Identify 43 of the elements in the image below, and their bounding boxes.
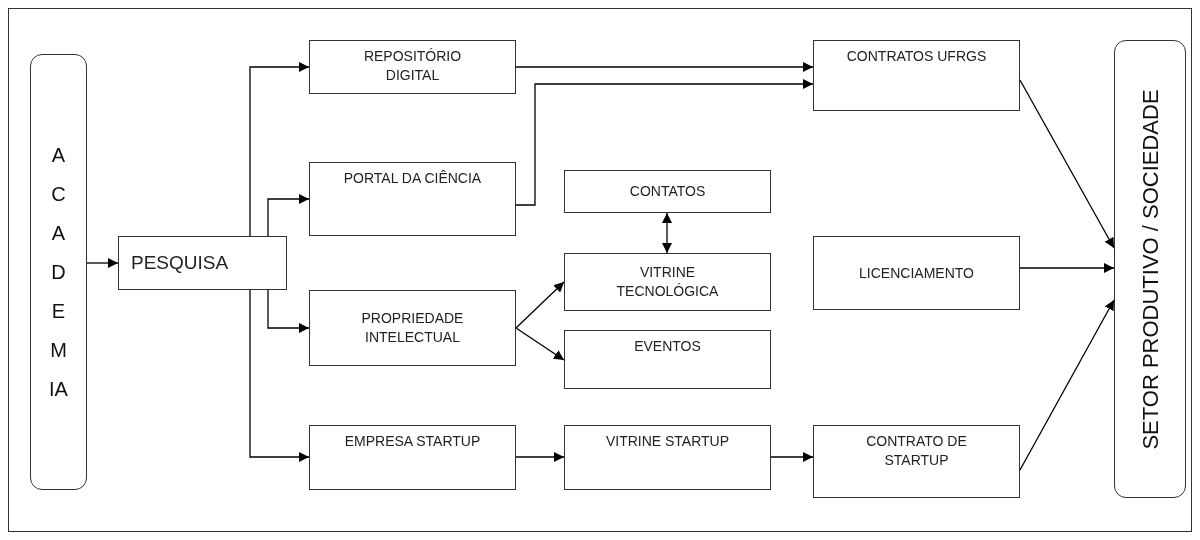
rounded-box — [30, 54, 87, 490]
arrow — [267, 289, 310, 333]
node-label: CONTRATO DE STARTUP — [865, 432, 968, 470]
node-label: EMPRESA STARTUP — [344, 432, 481, 451]
process-box — [813, 40, 1020, 111]
arrow — [515, 327, 565, 361]
node-label: EVENTOS — [634, 337, 701, 356]
process-box — [118, 236, 287, 290]
arrow — [515, 79, 814, 206]
node-label: REPOSITÓRIO DIGITAL — [362, 47, 463, 85]
arrow — [662, 212, 672, 254]
node-label: VITRINE TECNOLÓGICA — [615, 263, 720, 301]
process-box — [309, 40, 516, 94]
node-label: ACADEMIA — [48, 142, 69, 402]
arrow — [249, 289, 310, 462]
node-label: PESQUISA — [131, 250, 229, 275]
node-label: VITRINE STARTUP — [605, 432, 730, 451]
rounded-box — [1114, 40, 1186, 498]
arrow — [86, 258, 119, 268]
arrow — [249, 62, 310, 237]
process-box — [309, 162, 516, 236]
node-label: CONTRATOS UFRGS — [846, 47, 987, 66]
process-box — [564, 170, 771, 213]
arrow — [1019, 299, 1115, 471]
arrow — [770, 452, 814, 462]
arrow — [515, 452, 565, 462]
node-label: PORTAL DA CIÊNCIA — [343, 169, 482, 188]
process-box — [564, 330, 771, 389]
node-label: CONTATOS — [629, 182, 706, 201]
process-box — [309, 425, 516, 490]
arrow — [515, 281, 565, 329]
process-box — [309, 290, 516, 366]
arrow — [267, 194, 310, 237]
process-box — [564, 253, 771, 311]
process-box — [564, 425, 771, 490]
arrow — [1019, 79, 1115, 249]
node-label: PROPRIEDADE INTELECTUAL — [360, 309, 465, 347]
process-box — [813, 236, 1020, 310]
node-label: SETOR PRODUTIVO / SOCIEDADE — [1136, 88, 1164, 450]
process-box — [813, 425, 1020, 498]
node-label: LICENCIAMENTO — [859, 263, 974, 283]
arrow — [515, 62, 814, 72]
arrow — [1019, 263, 1115, 273]
